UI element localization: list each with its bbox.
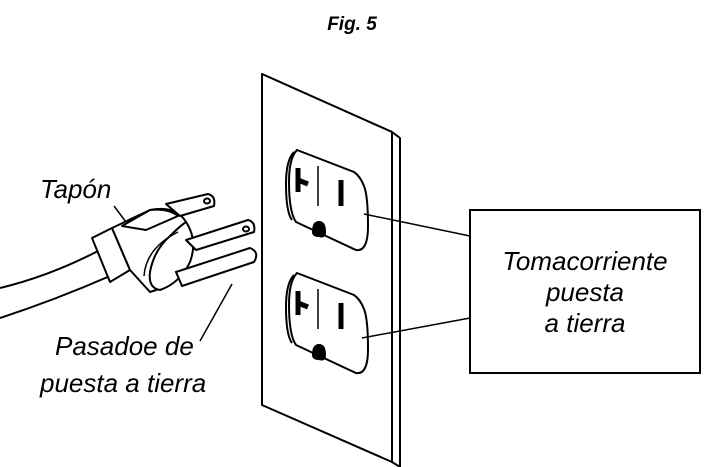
plug-body [91,207,195,293]
lower-receptacle [284,271,370,375]
wall-plate [261,73,401,467]
ground-pin-label-line2: puesta a tierra [39,368,206,398]
outlet-label-line1: Tomacorriente [502,246,667,276]
outlet-label-line2: puesta [545,277,624,307]
power-cord [0,249,111,319]
outlet-label-line3: a tierra [545,308,626,338]
figure-title: Fig. 5 [327,14,377,35]
outlet-callout-box [469,209,701,374]
ground-pin [174,246,258,288]
upper-receptacle [284,148,370,252]
plug-label: Tapón [40,174,111,204]
leader-lines [113,205,471,342]
ground-pin-label-line1: Pasadoe de [55,331,194,361]
plug-blades [165,193,256,251]
